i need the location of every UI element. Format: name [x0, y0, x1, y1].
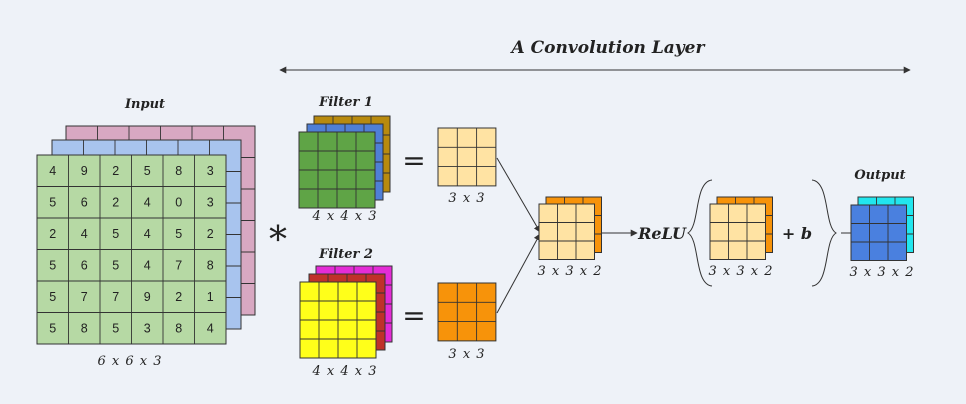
input-cell: 5	[175, 227, 182, 241]
input-cell: 2	[49, 227, 56, 241]
map2-dims: 3 x 3	[448, 347, 485, 362]
input-cell: 2	[175, 290, 182, 304]
input-channel-1: 4 9 2 5 8 3 5 6 2 4 0 3 2 4 5 4 5 2 5 6 5 4 7 8 5 7 7 9 2 1 5 8 5 3 8 4	[36, 154, 227, 345]
filter1-channel-1	[298, 131, 376, 209]
input-cell: 3	[144, 322, 151, 336]
input-cell: 2	[112, 164, 119, 178]
input-cell: 8	[207, 259, 214, 273]
input-cell: 7	[81, 290, 88, 304]
input-cell: 7	[112, 290, 119, 304]
output-dims: 3 x 3 x 2	[849, 265, 914, 280]
map1-dims: 3 x 3	[448, 191, 485, 206]
input-cell: 4	[144, 227, 151, 241]
input-dims: 6 x 6 x 3	[97, 354, 162, 369]
input-cell: 8	[81, 322, 88, 336]
filter1-dims: 4 x 4 x 3	[311, 209, 377, 224]
relu-map-front	[709, 203, 766, 260]
input-volume: 4 9 2 5 8 3 5 6 2 4 0 3 2 4 5 4 5 2 5 6 5 4 7 8 5 7 7 9 2 1 5 8 5 3 8 4	[36, 125, 256, 345]
input-cell: 9	[144, 290, 151, 304]
left-brace	[687, 179, 713, 287]
input-cell: 5	[49, 259, 56, 273]
input-cell: 4	[144, 259, 151, 273]
feature-map-1	[437, 127, 497, 187]
output-volume	[850, 196, 914, 261]
biased-dims: 3 x 3 x 2	[708, 264, 773, 279]
output-channel-1	[850, 204, 907, 261]
input-cell: 8	[175, 322, 182, 336]
equals-sign-2: =	[402, 299, 425, 332]
input-cell: 5	[49, 196, 56, 210]
feature-map-1-grid	[437, 127, 497, 187]
filter2-dims: 4 x 4 x 3	[311, 364, 377, 379]
input-cell: 9	[81, 164, 88, 178]
combine-arrow-2	[496, 233, 541, 314]
convolution-operator: *	[269, 220, 287, 261]
output-label: Output	[854, 168, 905, 183]
input-cell: 3	[207, 196, 214, 210]
right-brace	[811, 179, 837, 287]
relu-feature-maps	[709, 196, 773, 260]
filter2-volume	[299, 265, 393, 359]
filter2-channel-1	[299, 281, 377, 359]
input-cell: 7	[175, 259, 182, 273]
combine-arrow-1	[496, 157, 541, 233]
input-cell: 5	[112, 259, 119, 273]
input-cell: 4	[81, 227, 88, 241]
input-cell: 4	[144, 196, 151, 210]
input-cell: 6	[81, 196, 88, 210]
input-cell: 5	[144, 164, 151, 178]
stacked-map-front	[538, 203, 595, 260]
input-cell: 1	[207, 290, 214, 304]
feature-map-2	[437, 282, 497, 342]
input-cell: 5	[112, 322, 119, 336]
filter1-label: Filter 1	[318, 95, 373, 110]
input-cell: 8	[175, 164, 182, 178]
input-cell: 3	[207, 164, 214, 178]
relu-label: ReLU	[637, 224, 687, 243]
filter1-volume	[298, 115, 391, 209]
input-cell: 2	[207, 227, 214, 241]
bias-term: + b	[782, 224, 812, 243]
equals-sign-1: =	[402, 144, 425, 177]
input-cell: 5	[49, 290, 56, 304]
stacked-feature-maps	[538, 196, 602, 260]
input-cell: 4	[49, 164, 56, 178]
input-cell: 6	[81, 259, 88, 273]
input-cell: 2	[112, 196, 119, 210]
input-cell: 5	[112, 227, 119, 241]
input-cell: 5	[49, 322, 56, 336]
feature-map-2-grid	[437, 282, 497, 342]
filter2-label: Filter 2	[318, 247, 373, 262]
diagram-title: A Convolution Layer	[510, 38, 706, 58]
stacked-dims: 3 x 3 x 2	[537, 264, 602, 279]
input-cell: 4	[207, 322, 214, 336]
input-cell: 0	[175, 196, 182, 210]
input-label: Input	[124, 97, 165, 112]
